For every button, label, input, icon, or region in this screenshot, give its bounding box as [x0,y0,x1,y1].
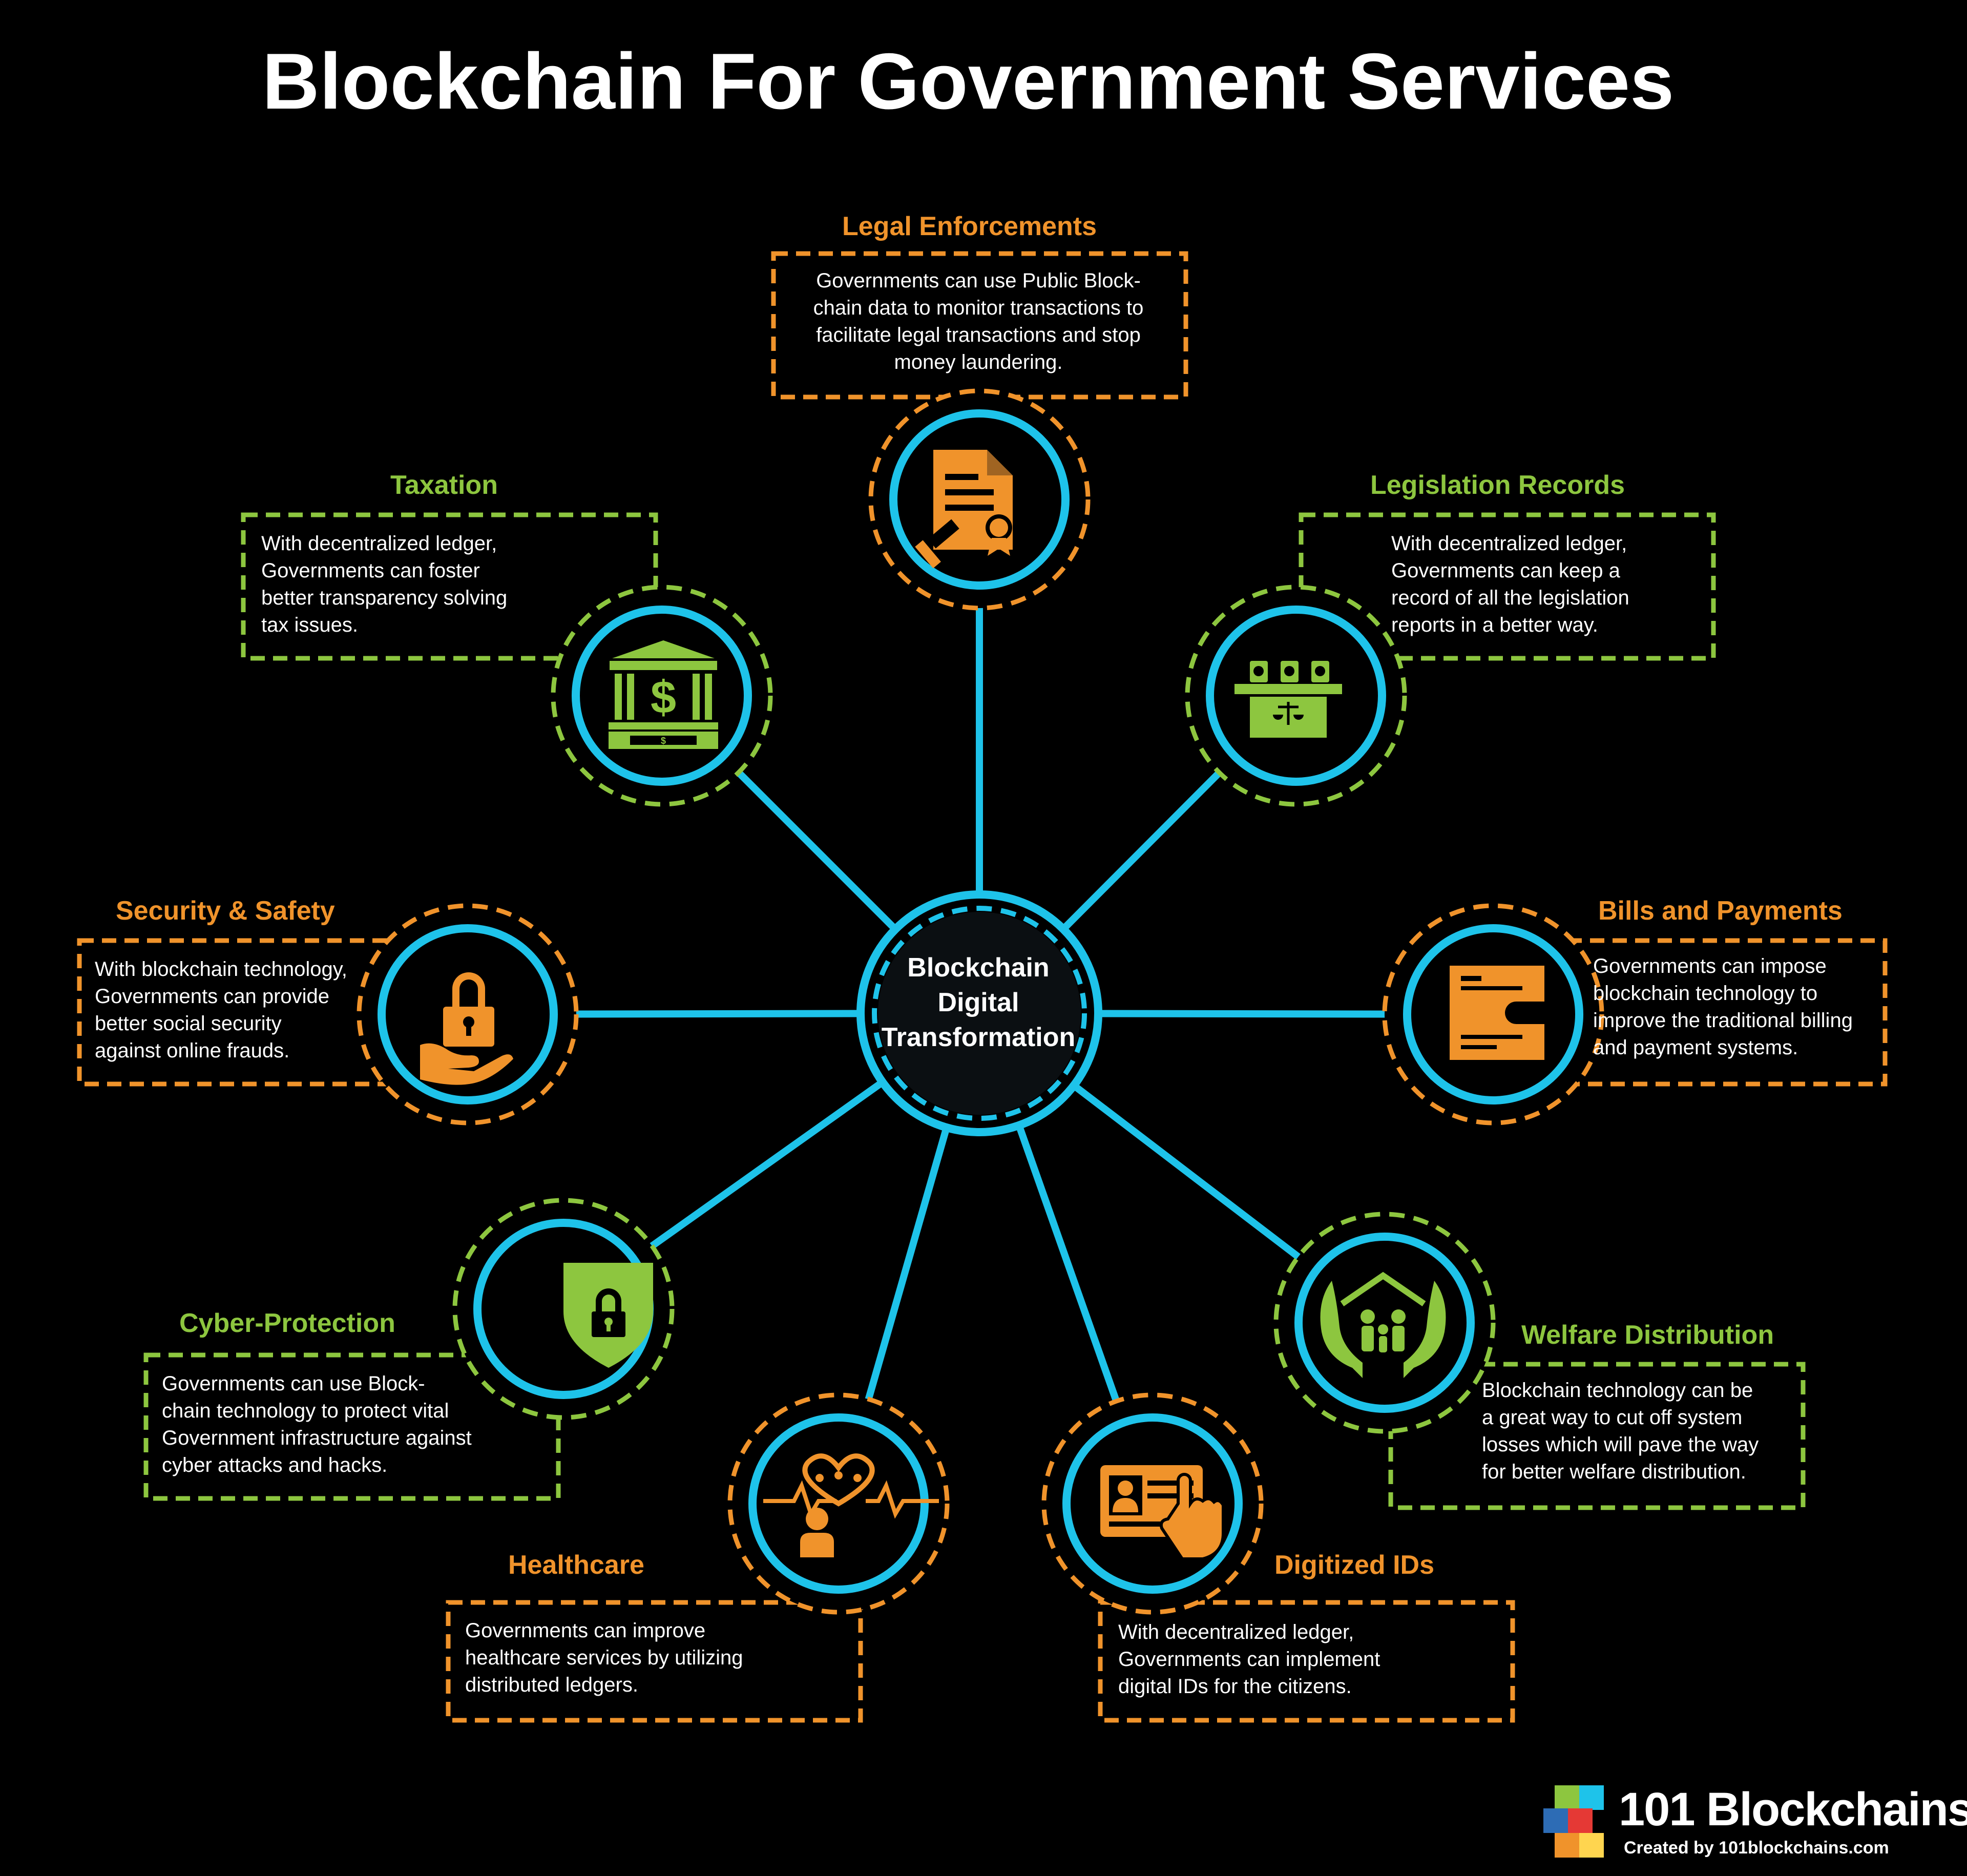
card-title: Legal Enforcements [842,212,1097,241]
text-line: With decentralized ledger, [1391,532,1627,555]
text-line: a great way to cut off system [1482,1406,1743,1429]
text-line: losses which will pave the way [1482,1433,1759,1456]
page-title: Blockchain For Government Services [262,37,1675,126]
center-hub [856,890,1102,1136]
text-line: Governments can use Block- [162,1372,425,1395]
brand-logo: 101 Blockchains Created by 101blockchain… [1542,1778,1967,1865]
card-description: Governments can impose blockchain techno… [1593,953,1885,1061]
text-line: chain technology to protect vital [162,1400,449,1422]
text-line: Blockchain technology can be [1482,1379,1753,1402]
card-title: Taxation [390,470,498,500]
heartbeat-doctor-icon [763,1453,939,1557]
text-line: and payment systems. [1593,1036,1798,1059]
center-hub-label: Blockchain Digital Transformation [850,950,1106,1055]
card-description: With decentralized ledger, Governments c… [261,530,548,639]
text-line: better social security [95,1012,282,1035]
text-line: facilitate legal transactions and stop [816,324,1141,346]
court-bench-icon [1234,661,1342,738]
wallet-icon [1450,966,1544,1060]
text-line: Governments can foster [261,559,480,582]
card-title: Security & Safety [116,896,335,926]
card-border-cyber [143,1352,561,1501]
card-title: Cyber-Protection [179,1308,395,1338]
shield-lock-icon [563,1263,653,1368]
card-title: Digitized IDs [1274,1550,1435,1580]
card-description: With decentralized ledger, Governments c… [1391,530,1699,639]
card-border-legal [771,251,1188,400]
card-description: Blockchain technology can be a great way… [1482,1377,1799,1486]
card-description: Governments can use Block- chain technol… [162,1370,520,1479]
card-title: Bills and Payments [1598,896,1843,926]
text-line: Government infrastructure against [162,1427,472,1449]
text-line: money laundering. [894,351,1063,373]
text-line: for better welfare distribution. [1482,1461,1746,1483]
text-line: With decentralized ledger, [1118,1621,1354,1643]
bank-dollar-icon: $ $ [609,640,718,749]
card-description: With blockchain technology, Governments … [95,956,387,1065]
text-line: against online frauds. [95,1039,290,1062]
center-line-3: Transformation [881,1023,1076,1052]
text-line: distributed ledgers. [465,1674,638,1696]
card-border-security [77,938,392,1087]
text-line: cyber attacks and hacks. [162,1454,388,1476]
text-line: Governments can implement [1118,1648,1380,1671]
hand-padlock-icon [420,972,513,1085]
card-border-ids [1098,1600,1515,1723]
center-line-1: Blockchain [907,953,1050,983]
card-border-bills [1565,938,1888,1087]
card-border-welfare [1388,1362,1806,1510]
text-line: Governments can use Public Block- [816,269,1141,292]
text-line: Governments can impose [1593,955,1827,977]
card-description: Governments can use Public Block- chain … [784,267,1173,376]
text-line: Governments can provide [95,985,330,1008]
card-description: Governments can improve healthcare servi… [465,1617,824,1699]
hands-family-icon [1320,1271,1446,1378]
svg-text:$: $ [661,736,666,746]
text-line: Governments can keep a [1391,559,1620,582]
logo-mark-icon [1543,1785,1604,1858]
card-border-health [446,1600,863,1723]
center-line-2: Digital [937,988,1019,1017]
text-line: reports in a better way. [1391,614,1598,636]
text-line: better transparency solving [261,587,508,609]
text-line: blockchain technology to [1593,982,1818,1005]
text-line: tax issues. [261,614,358,636]
id-card-hand-icon [1100,1465,1225,1560]
text-line: chain data to monitor transactions to [813,297,1144,319]
text-line: improve the traditional billing [1593,1009,1853,1032]
node-inner-ring-welfare [1294,1233,1475,1413]
text-line: With blockchain technology, [95,958,347,981]
logo-credit: Created by 101blockchains.com [1624,1838,1889,1858]
legal-document-icon [915,450,1013,569]
text-line: healthcare services by utilizing [465,1646,743,1669]
node-inner-ring-legislation [1206,606,1386,786]
text-line: record of all the legislation [1391,587,1629,609]
svg-text:$: $ [651,672,676,723]
text-line: Governments can improve [465,1619,706,1642]
logo-name: 101 Blockchains [1619,1783,1967,1836]
card-title: Healthcare [508,1550,644,1580]
text-line: With decentralized ledger, [261,532,497,555]
text-line: digital IDs for the citizens. [1118,1675,1352,1698]
card-title: Welfare Distribution [1521,1320,1774,1350]
card-description: With decentralized ledger, Governments c… [1118,1619,1446,1700]
card-title: Legislation Records [1370,470,1625,500]
